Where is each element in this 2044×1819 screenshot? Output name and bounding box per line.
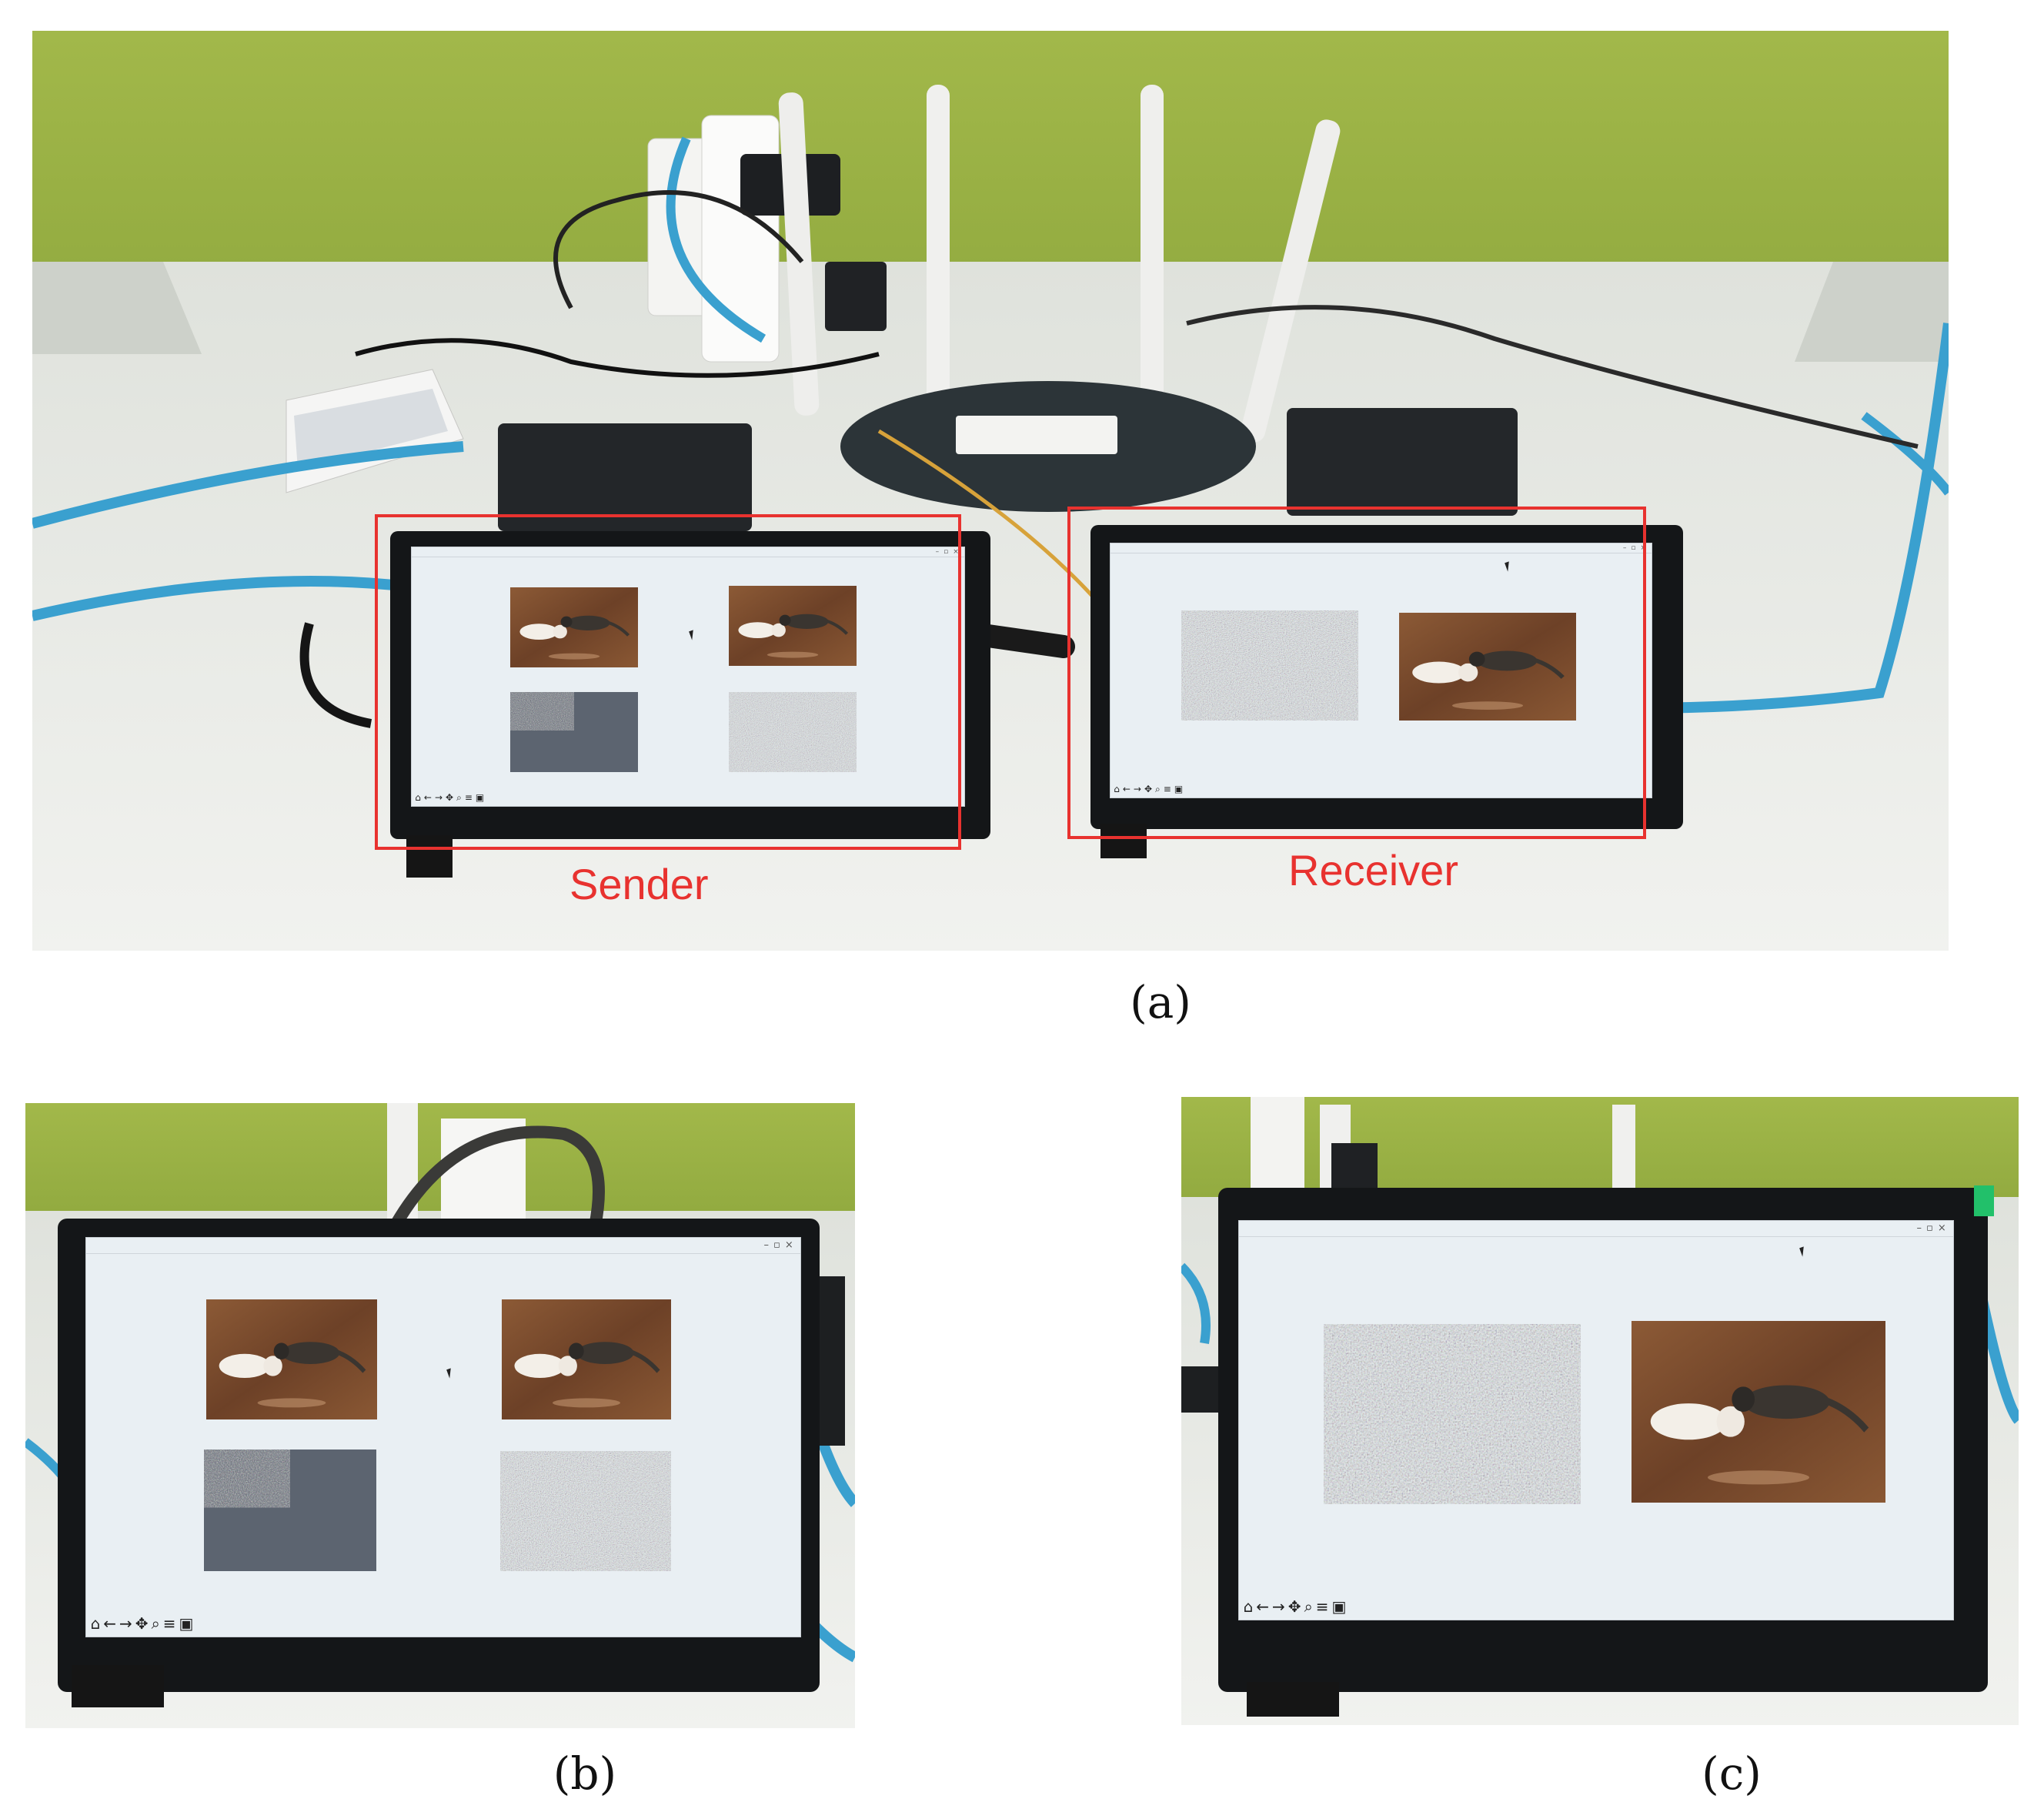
window-controls: – ▫ × [764,1238,793,1253]
zoom-icon[interactable]: ⌕ [1304,1597,1313,1616]
home-icon[interactable]: ⌂ [90,1613,101,1633]
caption-a: (a) [1130,976,1191,1028]
photo-sender-closeup: – ▫ × ⌂ ← → ✥ [25,1103,855,1728]
zoom-icon[interactable]: ⌕ [151,1613,160,1633]
settings-sliders-icon[interactable]: ≡ [1315,1597,1329,1616]
caption-c: (c) [1702,1747,1762,1800]
window-controls: – ▫ × [1917,1221,1946,1236]
partially-noise-image [204,1450,376,1571]
minimize-icon[interactable]: – [935,548,940,557]
minimize-icon[interactable]: – [763,1239,770,1252]
pan-icon[interactable]: ✥ [135,1613,149,1633]
forward-arrow-icon[interactable]: → [119,1613,132,1633]
plain-image [206,1299,377,1419]
forward-arrow-icon[interactable]: → [1133,784,1141,795]
save-icon[interactable]: ▣ [179,1613,194,1633]
window-titlebar: – ▫ × [412,547,964,558]
minimize-icon[interactable]: – [1916,1222,1922,1235]
sender-screen-closeup: – ▫ × ⌂ ← → ✥ [85,1237,801,1637]
maximize-icon[interactable]: ▫ [944,548,949,557]
back-arrow-icon[interactable]: ← [103,1613,117,1633]
settings-sliders-icon[interactable]: ≡ [162,1613,176,1633]
photo-receiver-closeup: – ▫ × ⌂ ← → ✥ ⌕ ≡ ▣ [1181,1097,2019,1725]
mouse-cursor [446,1368,454,1379]
pan-icon[interactable]: ✥ [446,792,454,804]
partially-noise-image [510,692,638,772]
forward-arrow-icon[interactable]: → [434,792,443,804]
back-arrow-icon[interactable]: ← [1256,1597,1270,1616]
save-icon[interactable]: ▣ [475,792,485,804]
cipher-image [500,1451,671,1571]
plot-toolbar: ⌂ ← → ✥ ⌕ ≡ ▣ [1244,1597,1347,1616]
maximize-icon[interactable]: ▫ [1631,544,1636,553]
zoom-icon[interactable]: ⌕ [456,791,462,803]
window-titlebar: – ▫ × [1239,1221,1953,1237]
partially-encrypted-image [729,586,857,666]
cipher-image [729,692,857,772]
forward-arrow-icon[interactable]: → [1272,1597,1285,1616]
cipher-image [1324,1324,1581,1504]
window-titlebar: – ▫ × [86,1238,800,1254]
home-icon[interactable]: ⌂ [415,792,421,804]
sender-callout-box [375,514,961,850]
settings-sliders-icon[interactable]: ≡ [1163,784,1171,795]
plot-toolbar: ⌂ ← → ✥ ⌕ ≡ ▣ [415,792,484,804]
minimize-icon[interactable]: – [1622,544,1627,553]
maximize-icon[interactable]: ▫ [1926,1222,1933,1235]
receiver-callout-label: Receiver [1288,846,1458,894]
caption-b: (b) [553,1747,617,1800]
save-icon[interactable]: ▣ [1174,784,1184,795]
setup-scene [32,31,1949,951]
sender-screen: – ▫ × ⌂ ← → ✥ [411,547,965,807]
save-icon[interactable]: ▣ [1331,1597,1347,1616]
receiver-screen: – ▫ × ⌂ ← → ✥ ⌕ ≡ ▣ [1110,543,1652,798]
photo-setup-overview: – ▫ × ⌂ ← → ✥ [32,31,1949,951]
home-icon[interactable]: ⌂ [1243,1597,1254,1616]
close-icon[interactable]: × [953,548,959,557]
close-icon[interactable]: × [1937,1222,1946,1235]
receiver-callout-box [1067,507,1646,839]
home-icon[interactable]: ⌂ [1114,784,1120,795]
window-controls: – ▫ × [936,547,959,557]
pan-icon[interactable]: ✥ [1288,1597,1301,1616]
close-icon[interactable]: × [784,1239,793,1252]
settings-sliders-icon[interactable]: ≡ [464,792,473,804]
cipher-image [1181,610,1358,721]
mouse-cursor [1799,1246,1807,1257]
receiver-screen-closeup: – ▫ × ⌂ ← → ✥ ⌕ ≡ ▣ [1238,1220,1954,1620]
maximize-icon[interactable]: ▫ [773,1239,780,1252]
partially-encrypted-image [502,1299,671,1419]
zoom-icon[interactable]: ⌕ [1155,783,1161,794]
plot-toolbar: ⌂ ← → ✥ ⌕ ≡ ▣ [91,1614,194,1633]
back-arrow-icon[interactable]: ← [423,792,432,804]
decrypted-image [1632,1321,1885,1503]
sender-callout-label: Sender [569,860,709,908]
plot-toolbar: ⌂ ← → ✥ ⌕ ≡ ▣ [1114,784,1183,795]
pan-icon[interactable]: ✥ [1144,784,1153,795]
back-arrow-icon[interactable]: ← [1122,784,1131,795]
